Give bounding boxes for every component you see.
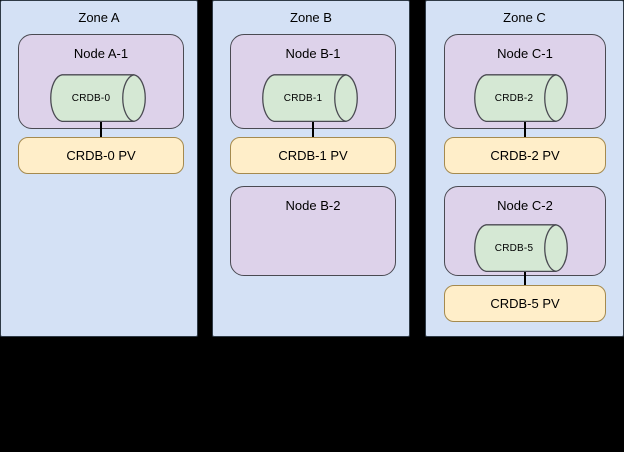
node-container-c-2[interactable]: Node C-2 CRDB-5 — [444, 186, 606, 276]
pv-box-crdb-0[interactable]: CRDB-0 PV — [18, 137, 184, 174]
connector-node-c-2-to-pv — [524, 272, 526, 287]
database-cylinder-crdb-0[interactable]: CRDB-0 — [49, 74, 159, 123]
zone-container-a[interactable]: Zone A Node A-1 CRDB-0 CRDB-0 PV — [0, 0, 198, 337]
database-icon — [262, 74, 358, 123]
pv-box-crdb-5[interactable]: CRDB-5 PV — [444, 285, 606, 322]
node-title-b-2: Node B-2 — [285, 198, 341, 213]
zone-title-c: Zone C — [503, 10, 546, 25]
database-cylinder-crdb-2[interactable]: CRDB-2 — [473, 74, 581, 123]
database-icon — [474, 224, 568, 273]
database-icon — [474, 74, 568, 123]
node-title-a-1: Node A-1 — [73, 46, 129, 61]
pv-label-crdb-0: CRDB-0 PV — [66, 147, 136, 163]
zone-container-c[interactable]: Zone C Node C-1 CRDB-2 CRDB-2 PV Node C-… — [425, 0, 624, 337]
node-container-b-1[interactable]: Node B-1 CRDB-1 — [230, 34, 396, 129]
database-cylinder-crdb-5[interactable]: CRDB-5 — [473, 224, 581, 273]
database-icon — [50, 74, 146, 123]
node-container-c-1[interactable]: Node C-1 CRDB-2 — [444, 34, 606, 129]
zone-title-a: Zone A — [78, 10, 120, 25]
node-container-b-2[interactable]: Node B-2 — [230, 186, 396, 276]
connector-node-c-1-to-pv — [524, 122, 526, 139]
node-title-c-2: Node C-2 — [497, 198, 553, 213]
node-title-c-1: Node C-1 — [497, 46, 553, 61]
pv-box-crdb-1[interactable]: CRDB-1 PV — [230, 137, 396, 174]
pv-label-crdb-1: CRDB-1 PV — [278, 147, 348, 163]
pv-label-crdb-5: CRDB-5 PV — [490, 295, 560, 311]
database-cylinder-crdb-1[interactable]: CRDB-1 — [261, 74, 371, 123]
connector-node-b-1-to-pv — [312, 122, 314, 139]
connector-node-a-1-to-pv — [100, 122, 102, 139]
zone-container-b[interactable]: Zone B Node B-1 CRDB-1 CRDB-1 PV Node B-… — [212, 0, 410, 337]
node-title-b-1: Node B-1 — [285, 46, 341, 61]
pv-label-crdb-2: CRDB-2 PV — [490, 147, 560, 163]
pv-box-crdb-2[interactable]: CRDB-2 PV — [444, 137, 606, 174]
zone-title-b: Zone B — [290, 10, 332, 25]
node-container-a-1[interactable]: Node A-1 CRDB-0 — [18, 34, 184, 129]
